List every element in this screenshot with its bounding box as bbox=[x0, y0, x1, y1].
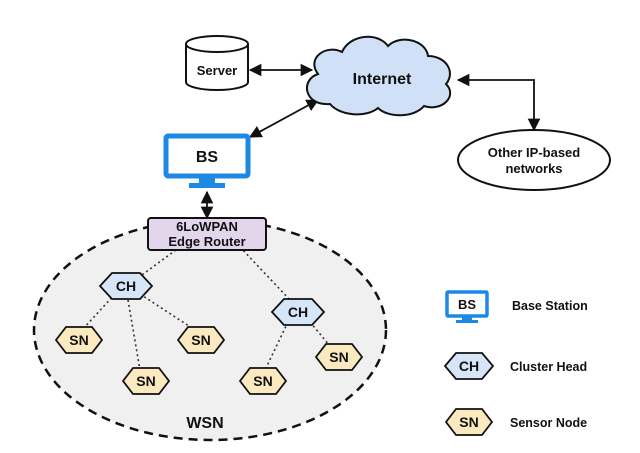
legend-sn-label: Sensor Node bbox=[510, 416, 587, 430]
connections bbox=[200, 63, 541, 220]
legend-base-station: BS Base Station bbox=[445, 290, 588, 323]
other-networks-line2: networks bbox=[505, 161, 562, 176]
router-line1: 6LoWPAN bbox=[176, 219, 238, 234]
edge-router-node: 6LoWPAN Edge Router bbox=[147, 217, 267, 251]
sensor-node: SN bbox=[121, 367, 171, 395]
sn-label: SN bbox=[191, 332, 210, 348]
ch-label: CH bbox=[116, 278, 136, 294]
bs-label: BS bbox=[196, 149, 219, 166]
other-networks-node: Other IP-based networks bbox=[457, 129, 611, 191]
internet-othernet-arrow bbox=[456, 73, 541, 132]
legend-bs-label: Base Station bbox=[512, 299, 588, 313]
base-station-node: BS bbox=[163, 133, 251, 188]
legend-ch-label: Cluster Head bbox=[510, 360, 587, 374]
wsn-label: WSN bbox=[186, 415, 223, 432]
server-node: Server bbox=[185, 35, 249, 91]
router-line2: Edge Router bbox=[168, 234, 245, 249]
cluster-head-right: CH bbox=[270, 298, 326, 326]
legend-sensor-node: SN Sensor Node bbox=[444, 408, 587, 436]
legend: BS Base Station CH Cluster Head SN Senso… bbox=[443, 290, 588, 436]
sensor-node: SN bbox=[314, 343, 364, 371]
legend-bs-icon-text: BS bbox=[458, 297, 476, 312]
legend-ch-icon-text: CH bbox=[459, 358, 479, 374]
internet-cloud: Internet bbox=[306, 35, 452, 117]
internet-bs-arrow bbox=[248, 99, 320, 138]
server-label: Server bbox=[197, 63, 237, 78]
other-networks-line1: Other IP-based bbox=[488, 145, 581, 160]
sn-label: SN bbox=[329, 349, 348, 365]
sn-label: SN bbox=[69, 332, 88, 348]
cluster-head-left: CH bbox=[98, 272, 154, 300]
legend-sn-icon-text: SN bbox=[459, 414, 478, 430]
legend-cluster-head: CH Cluster Head bbox=[443, 352, 587, 380]
ch-label: CH bbox=[288, 304, 308, 320]
sn-label: SN bbox=[253, 373, 272, 389]
internet-label: Internet bbox=[353, 71, 412, 88]
sn-label: SN bbox=[136, 373, 155, 389]
sensor-node: SN bbox=[54, 326, 104, 354]
sensor-node: SN bbox=[238, 367, 288, 395]
sensor-node: SN bbox=[176, 326, 226, 354]
